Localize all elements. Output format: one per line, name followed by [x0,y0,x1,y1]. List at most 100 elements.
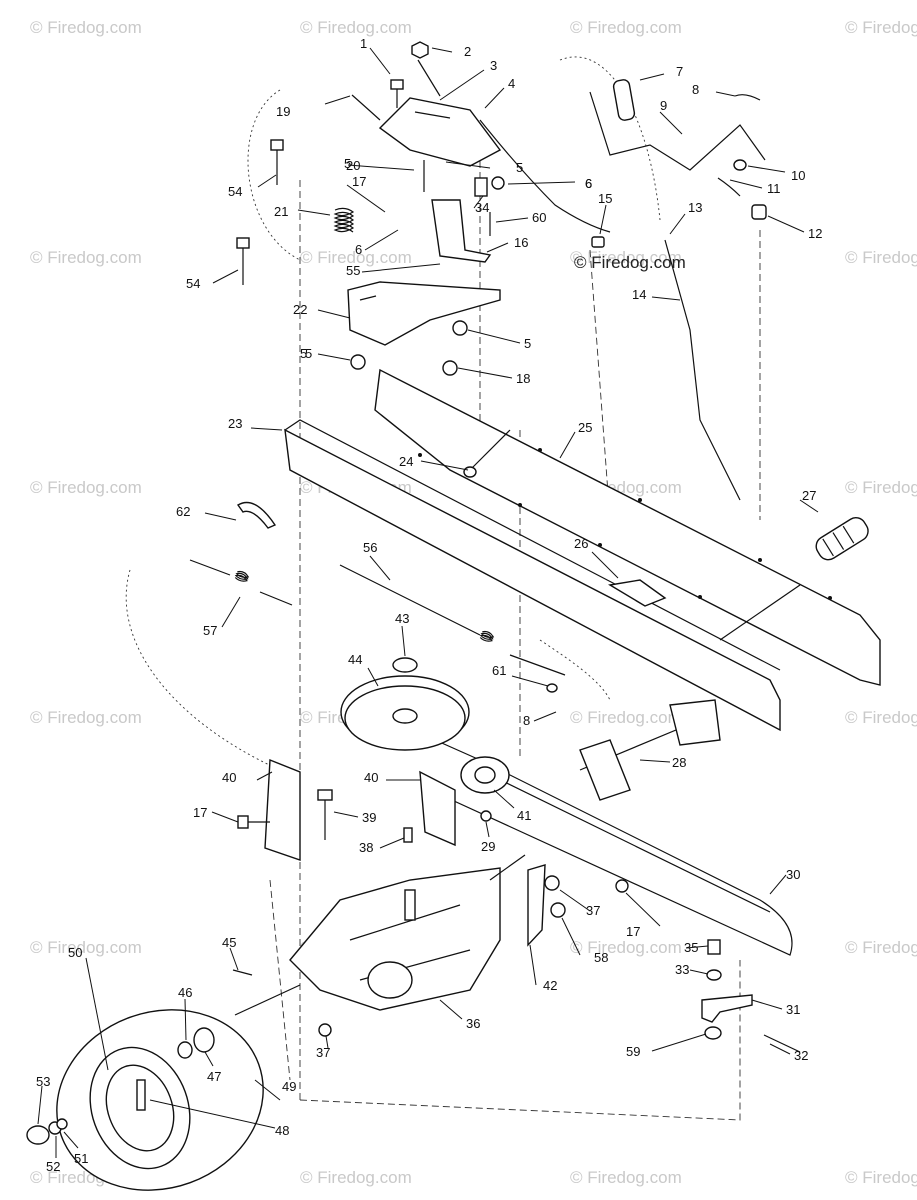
watermark-text: © Firedog.com [30,18,142,37]
part-label: 14 [632,287,646,302]
part-label: 54 [228,184,242,199]
pulley-and-belt [340,675,793,956]
part-label: 37 [316,1045,330,1060]
watermark-text: © Firedog.com [300,18,412,37]
part-label: 60 [532,210,546,225]
part-label: 34 [475,200,489,215]
part-label: 30 [786,867,800,882]
part-label: 62 [176,504,190,519]
watermark-text: © Firedog.com [845,248,917,267]
part-label: 5 [344,156,351,171]
part-label: 19 [276,104,290,119]
watermark-text: © Firedog.com [845,478,917,497]
part-label: 45 [222,935,236,950]
part-label: 22 [293,302,307,317]
part-label: 5 [524,336,531,351]
watermark-text: © Firedog.com [30,708,142,727]
part-label: 39 [362,810,376,825]
part-label: 28 [672,755,686,770]
part-label: 23 [228,416,242,431]
part-label: 20 [346,158,360,173]
part-label: 6 [585,176,592,191]
part-label: 37 [586,903,600,918]
part-label: 55 [346,263,360,278]
part-label: 53 [36,1074,50,1089]
watermark-text: © Firedog.com [845,938,917,957]
watermark-text: © Firedog.com [845,708,917,727]
part-label: 11 [767,181,781,196]
part-label: 15 [598,191,612,206]
part-label: 40 [364,770,378,785]
spring-21 [333,207,355,233]
part-label: 8 [692,82,699,97]
part-label: 59 [626,1044,640,1059]
part-label: 33 [675,962,689,977]
watermark-text: © Firedog.com [570,708,682,727]
part-label: 6 [585,176,592,191]
springs-lower [189,559,566,693]
part-label: 13 [688,200,702,215]
part-label: 49 [282,1079,296,1094]
part-label: 51 [74,1151,88,1166]
part-label: 54 [186,276,200,291]
pedal-parts [236,501,869,801]
part-label: 3 [490,58,497,73]
part-label: 35 [684,940,698,955]
wheel [26,969,264,1191]
part-label: 1 [360,36,367,51]
part-label: 50 [68,945,82,960]
part-label: 27 [802,488,816,503]
watermark-text: © Firedog.com [570,1168,682,1187]
part-label: 48 [275,1123,289,1138]
watermark-text: © Firedog.com [300,1168,412,1187]
transaxle [234,854,629,1037]
part-label: 17 [352,174,366,189]
part-label: 12 [808,226,822,241]
watermark-text: © Firedog.com [845,18,917,37]
part-label: 36 [466,1016,480,1031]
part-label: 21 [274,204,288,219]
watermark-text: © Firedog.com [300,248,412,267]
part-label: 6 [355,242,362,257]
watermark-layer: © Firedog.com© Firedog.com© Firedog.com©… [30,18,917,1187]
part-label: 10 [791,168,805,183]
part-label: 52 [46,1159,60,1174]
brackets-40 [237,758,456,861]
part-label: 9 [660,98,667,113]
watermark-text: © Firedog.com [570,248,682,267]
watermark-text: © Firedog.com [30,248,142,267]
part-label: 56 [363,540,377,555]
watermark-text: © Firedog.com [30,938,142,957]
part-label: 4 [508,76,515,91]
part-label: 17 [626,924,640,939]
part-label: 61 [492,663,506,678]
lower-right-parts [701,939,801,1053]
part-label: 47 [207,1069,221,1084]
watermark-center: © Firedog.com [574,253,686,272]
part-label: 41 [517,808,531,823]
part-label: 57 [203,623,217,638]
part-label: 5 [305,346,312,361]
part-label: 42 [543,978,557,993]
part-label: 17 [193,805,207,820]
part-label: 43 [395,611,409,626]
part-label: 24 [399,454,413,469]
watermark-text: © Firedog.com [30,478,142,497]
part-label: 26 [574,536,588,551]
leader-lines [37,47,819,1158]
part-label: 29 [481,839,495,854]
part-label: 40 [222,770,236,785]
part-labels: 1 2 3 4 5 5 5 5 5 6 6 6 7 8 8 9 10 11 12… [36,36,822,1174]
part-label: 32 [794,1048,808,1063]
part-label: 16 [514,235,528,250]
part-label: 7 [676,64,683,79]
part-label: 2 [464,44,471,59]
part-label: 5 [300,346,307,361]
part-label: 31 [786,1002,800,1017]
part-label: 58 [594,950,608,965]
part-label: 44 [348,652,362,667]
part-label: 8 [523,713,530,728]
watermark-text: © Firedog.com [845,1168,917,1187]
upper-linkage [236,41,767,501]
